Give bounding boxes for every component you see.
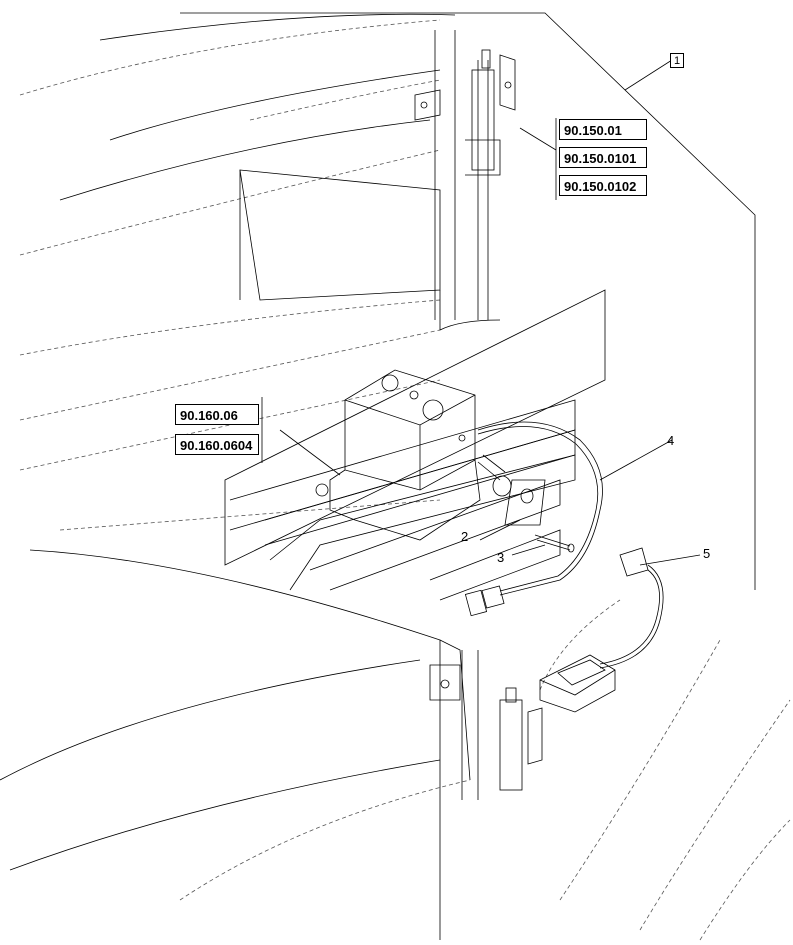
callout-2: 2 <box>461 530 468 544</box>
ref-label: 90.160.0604 <box>180 438 253 453</box>
ref-label: 90.150.0101 <box>564 151 637 166</box>
callout-text: 3 <box>497 550 505 565</box>
callout-5: 5 <box>703 547 710 561</box>
ref-box-90-150-0102[interactable]: 90.150.0102 <box>559 175 647 196</box>
ref-box-90-160-0604[interactable]: 90.160.0604 <box>175 434 259 455</box>
callout-text: 5 <box>703 546 711 561</box>
callout-3: 3 <box>497 551 504 565</box>
ref-box-90-150-01[interactable]: 90.150.01 <box>559 119 647 140</box>
frame-label: 1 <box>670 53 684 68</box>
callout-text: 2 <box>461 529 469 544</box>
callout-4: 4 <box>667 434 674 448</box>
ref-label: 90.150.01 <box>564 123 622 138</box>
callout-text: 4 <box>667 433 675 448</box>
ref-label: 90.160.06 <box>180 408 238 423</box>
frame-label-text: 1 <box>673 55 681 67</box>
ref-box-90-160-06[interactable]: 90.160.06 <box>175 404 259 425</box>
ref-label: 90.150.0102 <box>564 179 637 194</box>
ref-box-90-150-0101[interactable]: 90.150.0101 <box>559 147 647 168</box>
